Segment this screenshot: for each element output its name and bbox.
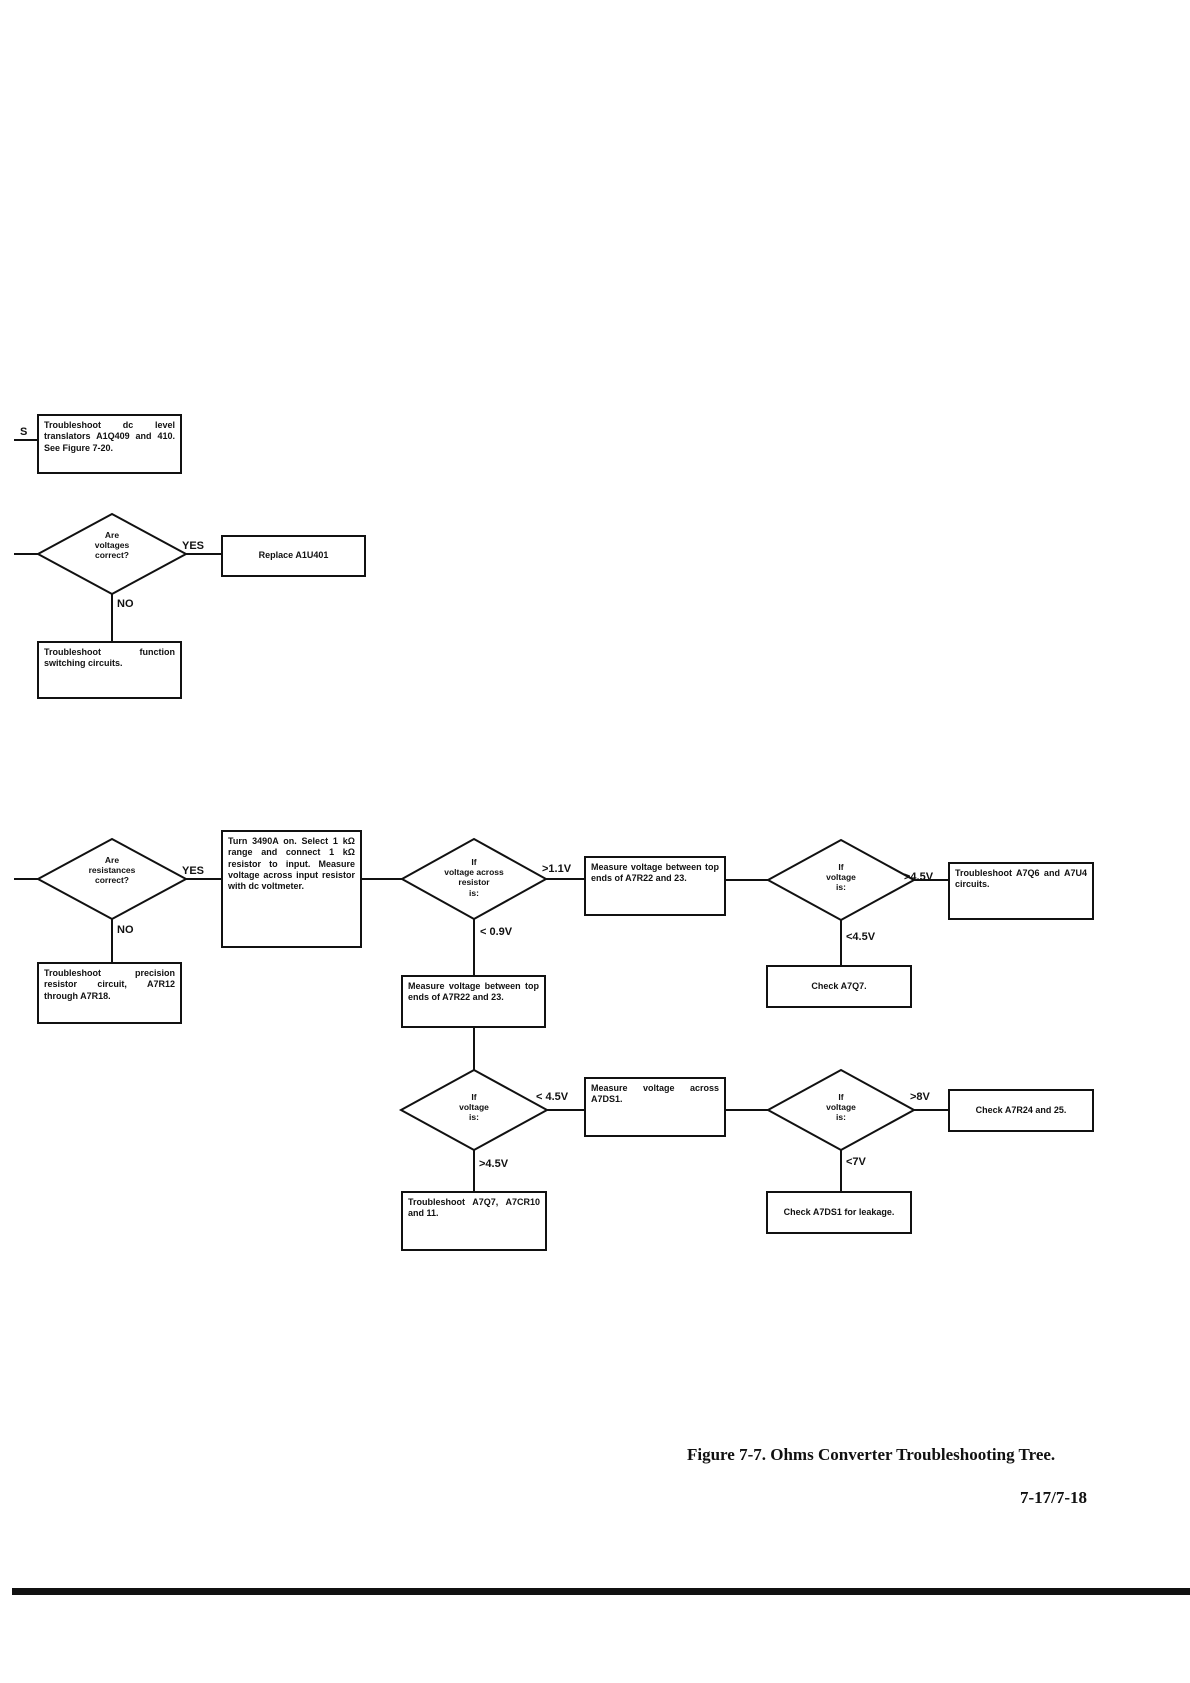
check-a7r24-box: Check A7R24 and 25. (948, 1089, 1094, 1132)
decision-voltage-2-text: If voltage is: (459, 1092, 489, 1123)
troubleshoot-translators-box: Troubleshoot dc level translators A1Q409… (37, 414, 182, 474)
label-no-resistances: NO (117, 924, 134, 936)
label-s: S (20, 426, 28, 438)
label-lt-4-5v-a: <4.5V (846, 931, 876, 943)
figure-caption: Figure 7-7. Ohms Converter Troubleshooti… (687, 1445, 1056, 1464)
decision-voltage-3-text: If voltage is: (826, 1092, 856, 1123)
label-no-voltages: NO (117, 598, 134, 610)
label-lt-7v: <7V (846, 1156, 866, 1168)
label-lt-0-9v: < 0.9V (480, 926, 513, 938)
troubleshoot-a7q6-box: Troubleshoot A7Q6 and A7U4 circuits. (948, 862, 1094, 920)
label-yes-voltages: YES (182, 540, 205, 552)
measure-a7ds1-box: Measure voltage across A7DS1. (584, 1077, 726, 1137)
check-a7ds1-box: Check A7DS1 for leakage. (766, 1191, 912, 1234)
page-number: 7-17/7-18 (1020, 1488, 1088, 1507)
decision-voltage-across-resistor-text: If voltage across resistor is: (444, 857, 504, 898)
label-gt-1-1v: >1.1V (542, 863, 572, 875)
troubleshoot-precision-box: Troubleshoot precision resistor circuit,… (37, 962, 182, 1024)
turn-3490a-box: Turn 3490A on. Select 1 kΩ range and con… (221, 830, 362, 948)
label-gt-4-5v-b: >4.5V (479, 1158, 509, 1170)
decision-resistances-text: Are resistances correct? (88, 855, 136, 886)
measure-top-ends-box-1: Measure voltage between top ends of A7R2… (584, 856, 726, 916)
label-yes-resistances: YES (182, 865, 205, 877)
measure-top-ends-box-2: Measure voltage between top ends of A7R2… (401, 975, 546, 1028)
troubleshoot-function-box: Troubleshoot function switching circuits… (37, 641, 182, 699)
bottom-rule (12, 1588, 1190, 1595)
decision-voltage-1-text: If voltage is: (826, 862, 856, 893)
troubleshoot-a7q7-box: Troubleshoot A7Q7, A7CR10 and 11. (401, 1191, 547, 1251)
replace-a1u401-box: Replace A1U401 (221, 535, 366, 577)
decision-voltages-text: Are voltages correct? (94, 530, 130, 561)
label-gt-8v: >8V (910, 1091, 930, 1103)
label-lt-4-5v-b: < 4.5V (536, 1091, 569, 1103)
label-gt-4-5v-a: >4.5V (904, 871, 934, 883)
check-a7q7-box: Check A7Q7. (766, 965, 912, 1008)
